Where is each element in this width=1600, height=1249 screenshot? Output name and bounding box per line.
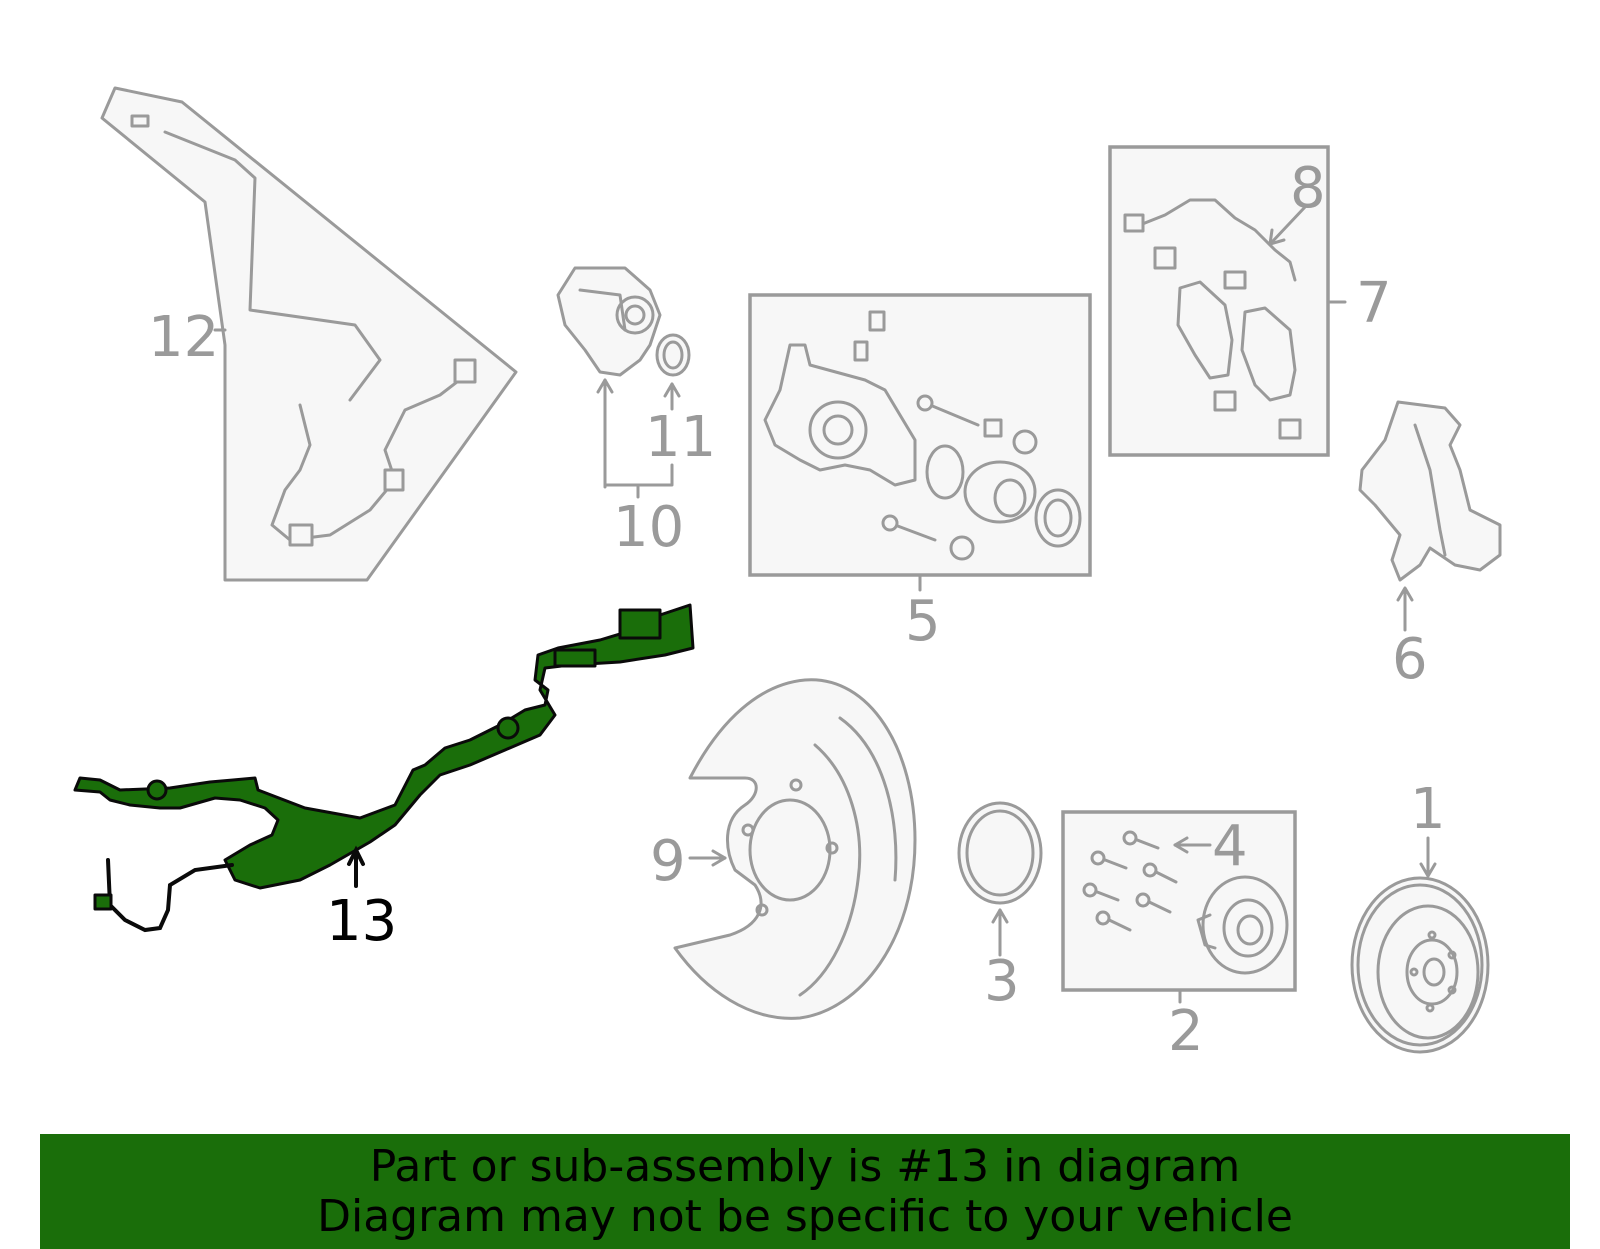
callout-9: 9 <box>650 829 686 894</box>
callout-10-11-leaders <box>596 378 681 499</box>
callout-1: 1 <box>1410 777 1446 842</box>
part-7-pad-kit <box>1108 145 1347 457</box>
callout-6: 6 <box>1392 627 1428 692</box>
callout-10: 10 <box>613 495 684 560</box>
banner-line-1: Part or sub-assembly is #13 in diagram <box>369 1141 1241 1192</box>
part-3-ring <box>957 801 1043 957</box>
callout-13: 13 <box>326 889 397 954</box>
callout-5: 5 <box>905 589 941 654</box>
part-5-caliper-kit <box>748 293 1092 592</box>
part-11-seal <box>655 333 691 377</box>
part-9-dust-shield <box>673 678 917 1020</box>
callout-7: 7 <box>1356 271 1392 336</box>
callout-12: 12 <box>148 305 219 370</box>
callout-11: 11 <box>645 405 716 470</box>
callout-4: 4 <box>1212 814 1248 879</box>
callout-2: 2 <box>1168 999 1204 1064</box>
callout-8: 8 <box>1290 156 1326 221</box>
banner-line-2: Diagram may not be specific to your vehi… <box>317 1191 1293 1242</box>
part-13-highlighted-harness <box>73 603 695 933</box>
callout-3: 3 <box>984 949 1020 1014</box>
part-2-hub-kit <box>1061 810 1297 1004</box>
part-4-studs <box>1082 830 1178 932</box>
part-6-caliper-bracket <box>1358 400 1502 632</box>
part-1-rotor <box>1350 836 1490 1054</box>
info-banner: Part or sub-assembly is #13 in diagram D… <box>40 1134 1570 1249</box>
part-10-caliper-housing <box>556 266 662 377</box>
part-12-hose-panel <box>100 86 518 582</box>
